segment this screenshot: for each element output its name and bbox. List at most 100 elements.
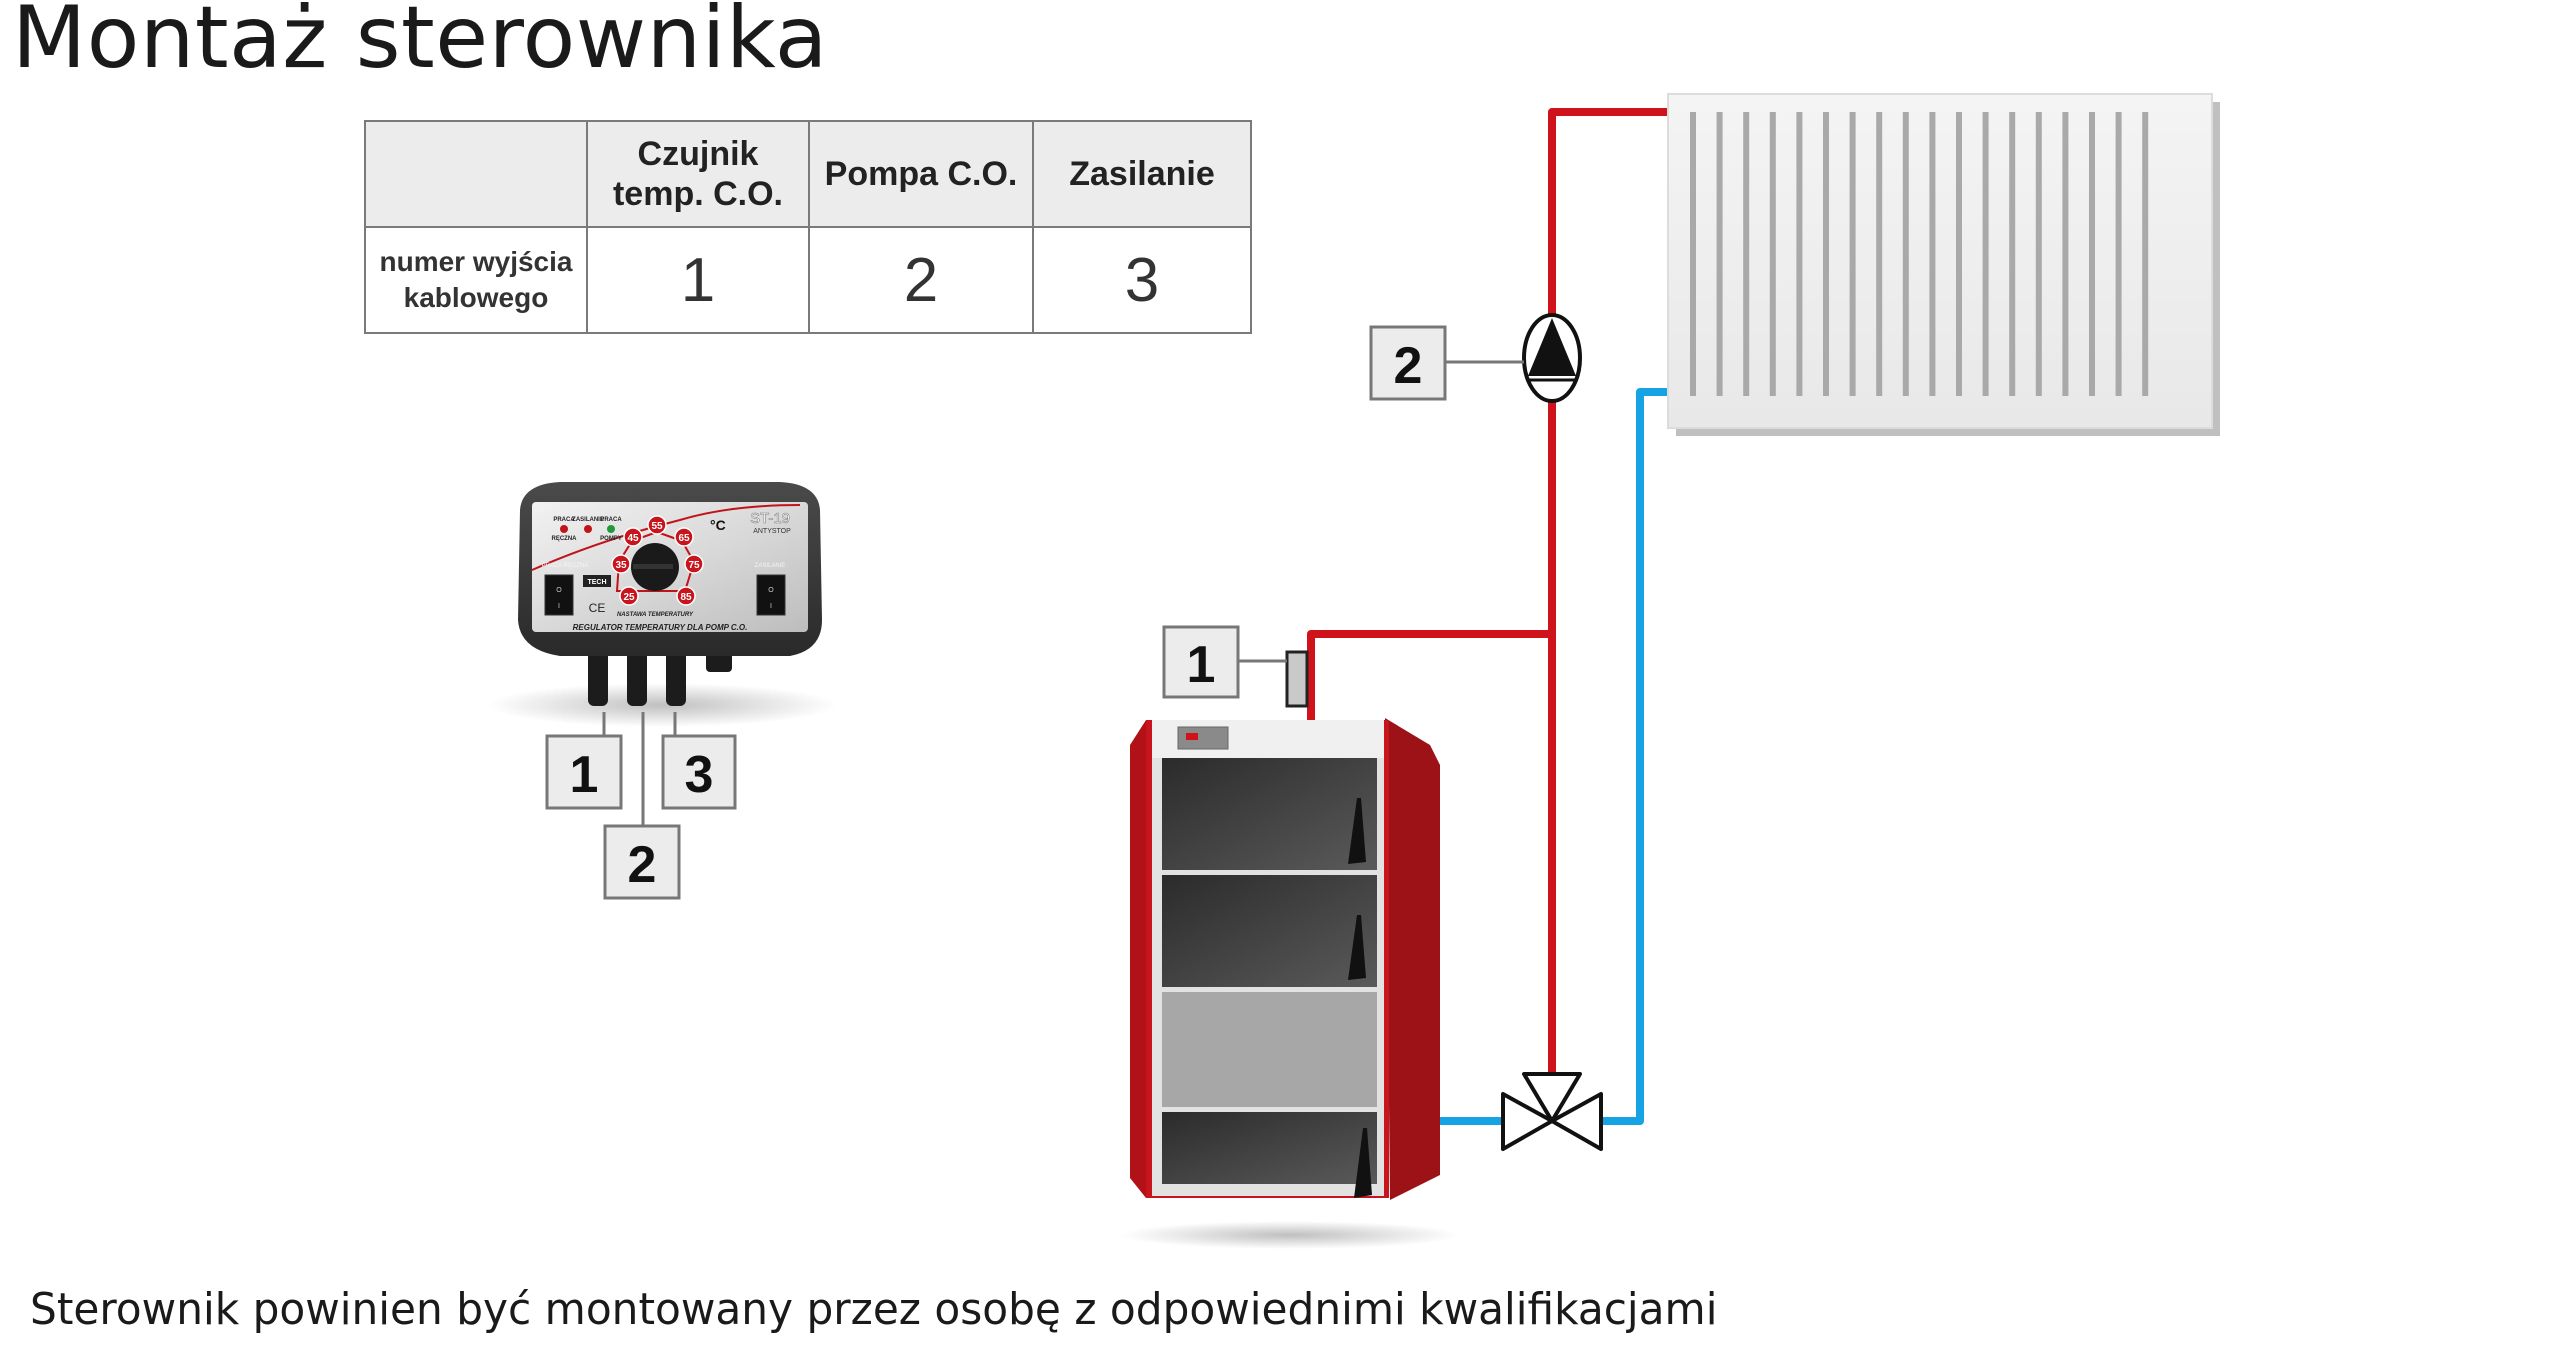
dial-value-65: 65 xyxy=(678,533,690,544)
cable-label-1: 1 xyxy=(570,746,599,804)
indicator-2-top-label: ZASILANIE xyxy=(572,517,604,523)
switch-left-label: PRACA RĘCZNA xyxy=(542,563,589,569)
header-sensor-line-2: temp. C.O. xyxy=(612,175,784,213)
cable-label-box-1 xyxy=(545,734,623,810)
power-switch[interactable]: O I xyxy=(756,574,786,616)
door-handle-3[interactable] xyxy=(1354,1128,1372,1198)
boiler-ash-door xyxy=(1162,875,1377,987)
supply-pipe xyxy=(1307,108,1670,1075)
radiator-fin xyxy=(2142,112,2149,396)
indicator-3-bottom-label: POMPY xyxy=(600,536,622,542)
dial-value-45: 45 xyxy=(627,533,639,544)
boiler xyxy=(1120,718,1460,1249)
row-label-line-1: numer wyjścia xyxy=(379,246,573,277)
radiator-fins xyxy=(1690,112,2149,396)
radiator-fin xyxy=(1876,112,1883,396)
unit-label: °C xyxy=(710,517,726,533)
cable-glands xyxy=(588,650,732,706)
switch-left-body[interactable] xyxy=(544,574,574,616)
model-name: ST-19 xyxy=(750,510,790,527)
cable-gland-2 xyxy=(627,650,647,706)
cell-pump-output: 2 xyxy=(808,226,1034,334)
switch-left-off-mark: O xyxy=(556,587,562,594)
radiator-fin xyxy=(1769,112,1776,396)
dial-value-badge xyxy=(611,554,631,574)
door-handle-1[interactable] xyxy=(1348,798,1366,864)
switch-left-on-mark: I xyxy=(558,603,560,610)
dial-values: 25 35 45 55 65 75 85 xyxy=(611,515,704,606)
row-label: numer wyjścia kablowego xyxy=(364,226,588,334)
cell-power-output: 3 xyxy=(1032,226,1252,334)
dial-value-badge xyxy=(676,586,696,606)
cable-gland-3 xyxy=(666,650,686,706)
table-header-power: Zasilanie xyxy=(1032,120,1252,228)
table-row: numer wyjścia kablowego 1 2 3 xyxy=(364,226,1252,334)
model-subtitle: ANTYSTOP xyxy=(753,528,791,535)
three-way-valve xyxy=(1501,1072,1603,1151)
table-header-blank xyxy=(364,120,588,228)
indicator-lights: PRACA RĘCZNA ZASILANIE PRACA POMPY xyxy=(552,517,623,542)
radiator xyxy=(1667,93,2220,436)
dial-value-badge xyxy=(684,554,704,574)
radiator-fin xyxy=(1902,112,1909,396)
dial-value-badge xyxy=(674,527,694,547)
connection-table: Czujnik temp. C.O. Pompa C.O. Zasilanie … xyxy=(364,120,1252,334)
installation-note: Sterownik powinien być montowany przez o… xyxy=(30,1284,1718,1335)
sensor-body xyxy=(1285,650,1309,708)
supply-pipe-boiler-branch xyxy=(1307,630,1552,720)
switch-right-on-mark: I xyxy=(770,603,772,610)
valve-top-port xyxy=(1522,1072,1582,1123)
dial-caption: NASTAWA TEMPERATURY xyxy=(617,612,694,618)
switch-right-body[interactable] xyxy=(756,574,786,616)
dial-value-85: 85 xyxy=(680,592,692,603)
boiler-bottom-door xyxy=(1162,1112,1377,1184)
radiator-fin xyxy=(2115,112,2122,396)
boiler-side-panel xyxy=(1385,718,1440,1200)
door-handle-2[interactable] xyxy=(1348,915,1366,980)
table-header-row: Czujnik temp. C.O. Pompa C.O. Zasilanie xyxy=(364,120,1252,228)
radiator-fin xyxy=(2009,112,2016,396)
sensor-label-box xyxy=(1162,625,1240,699)
supply-pipe-riser xyxy=(1548,108,1670,1075)
radiator-fin xyxy=(1929,112,1936,396)
dial-value-badge xyxy=(647,515,667,535)
controller-device: PRACA RĘCZNA ZASILANIE PRACA POMPY 25 35… xyxy=(487,482,837,727)
dial-value-badge xyxy=(619,586,639,606)
cell-sensor-output: 1 xyxy=(586,226,810,334)
return-pipe xyxy=(1440,388,1670,1125)
controller-caption: REGULATOR TEMPERATURY DLA POMP C.O. xyxy=(573,623,748,632)
dial-value-badge xyxy=(623,527,643,547)
valve-right-port xyxy=(1550,1092,1603,1151)
radiator-fin xyxy=(1823,112,1829,396)
table-header-pump: Pompa C.O. xyxy=(808,120,1034,228)
table-header-sensor: Czujnik temp. C.O. xyxy=(586,120,810,228)
radiator-body xyxy=(1667,93,2213,429)
indicator-3-led xyxy=(607,525,615,533)
cable-label-box-2 xyxy=(603,824,681,900)
indicator-2-led xyxy=(584,525,592,533)
ce-mark: CE xyxy=(589,601,606,615)
boiler-shadow xyxy=(1120,1221,1460,1249)
row-label-line-2: kablowego xyxy=(403,282,549,313)
dial-value-25: 25 xyxy=(623,592,635,603)
controller-shadow xyxy=(487,683,837,727)
manual-mode-switch[interactable]: O I xyxy=(544,574,574,616)
radiator-fin xyxy=(1956,112,1962,396)
temperature-sensor xyxy=(1285,650,1309,708)
radiator-fin xyxy=(2035,112,2042,396)
circulation-pump xyxy=(1522,313,1582,403)
boiler-left-edge xyxy=(1130,720,1146,1198)
dial-value-55: 55 xyxy=(651,521,663,532)
pump-label-number: 2 xyxy=(1394,337,1423,395)
pump-label: 2 xyxy=(1369,325,1524,401)
cable-label-3: 3 xyxy=(685,746,714,804)
temperature-dial: 25 35 45 55 65 75 85 °C NASTAWA TEMPERAT… xyxy=(611,515,726,618)
boiler-middle-panel xyxy=(1162,992,1377,1107)
cable-label-box-3 xyxy=(661,734,737,810)
cable-gland-1 xyxy=(588,650,608,706)
page-title: Montaż sterownika xyxy=(12,0,828,88)
sensor-label: 1 xyxy=(1162,625,1287,699)
radiator-fin xyxy=(2089,112,2095,396)
indicator-1-bottom-label: RĘCZNA xyxy=(552,536,578,542)
brand-label: TECH xyxy=(587,579,606,586)
